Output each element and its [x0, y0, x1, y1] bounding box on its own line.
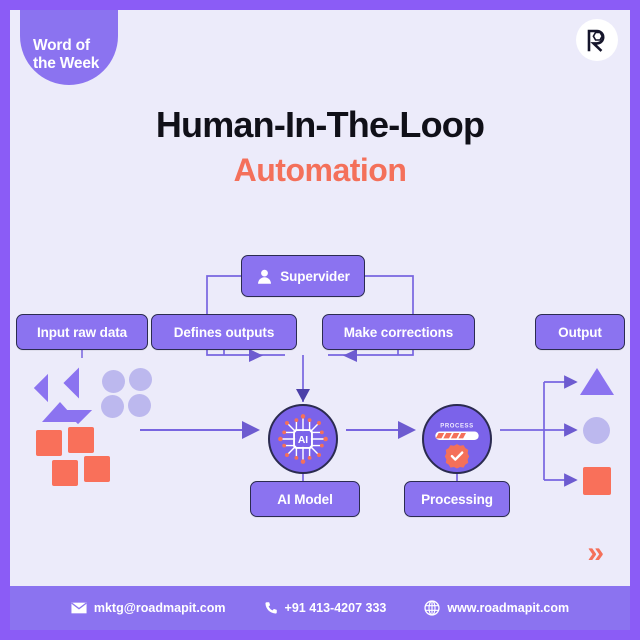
process-caption: PROCESS [440, 424, 473, 430]
box-supervisor-label: Supervider [280, 268, 350, 284]
contact-footer: mktg@roadmapit.com +91 413-4207 333 [10, 586, 630, 630]
arrowhead-into-ai [296, 389, 310, 402]
box-ai-model-label: AI Model [277, 491, 333, 507]
user-icon [258, 269, 272, 284]
box-ai-model[interactable]: AI Model [250, 481, 360, 517]
box-input-label: Input raw data [36, 324, 128, 340]
square-decor-3 [52, 460, 78, 486]
box-output-label: Output [558, 324, 602, 340]
progress-icon: PROCESS [435, 424, 479, 469]
footer-website[interactable]: www.roadmapit.com [424, 600, 569, 616]
circle-decor-1 [102, 370, 125, 393]
box-make-corrections[interactable]: Make corrections [322, 314, 475, 350]
box-supervisor[interactable]: Supervider [241, 255, 365, 297]
ai-chip-icon: AI [278, 414, 328, 464]
processing-node[interactable]: PROCESS [422, 404, 492, 474]
circle-decor-2 [129, 368, 152, 391]
ai-model-node[interactable]: AI [268, 404, 338, 474]
logo-r-icon [587, 29, 605, 52]
circle-decor-3 [101, 395, 124, 418]
square-decor-1 [36, 430, 62, 456]
square-output [583, 467, 611, 495]
double-chevron-icon: » [587, 536, 604, 569]
box-corrections-label: Make corrections [343, 324, 454, 340]
envelope-icon [71, 602, 87, 614]
box-defines-label: Defines outputs [173, 324, 275, 340]
circle-decor-4 [128, 394, 151, 417]
title-block: Human-In-The-Loop Automation [10, 104, 630, 190]
footer-phone[interactable]: +91 413-4207 333 [264, 601, 387, 615]
brand-logo [576, 19, 618, 61]
footer-phone-label: +91 413-4207 333 [284, 601, 387, 615]
square-decor-4 [84, 456, 110, 482]
box-processing[interactable]: Processing [404, 481, 510, 517]
circle-output [583, 417, 610, 444]
square-decor-2 [68, 427, 94, 453]
check-badge-icon [444, 444, 470, 469]
page-subtitle: Automation [233, 152, 407, 189]
connector-layer [81, 275, 578, 487]
globe-icon [424, 600, 440, 616]
footer-email-label: mktg@roadmapit.com [93, 601, 226, 615]
box-output[interactable]: Output [535, 314, 625, 350]
arrowhead-left-converge [249, 349, 263, 362]
box-defines-outputs[interactable]: Defines outputs [151, 314, 297, 350]
box-processing-label: Processing [421, 491, 493, 507]
triangle-decor-3 [42, 402, 78, 422]
footer-website-label: www.roadmapit.com [447, 601, 570, 615]
triangle-output [580, 368, 614, 395]
footer-email[interactable]: mktg@roadmapit.com [71, 601, 226, 615]
arrowhead-right-converge [343, 349, 357, 362]
phone-icon [264, 601, 278, 615]
box-input-raw-data[interactable]: Input raw data [16, 314, 148, 350]
ai-chip-text: AI [298, 435, 308, 446]
page-title: Human-In-The-Loop [155, 104, 485, 145]
